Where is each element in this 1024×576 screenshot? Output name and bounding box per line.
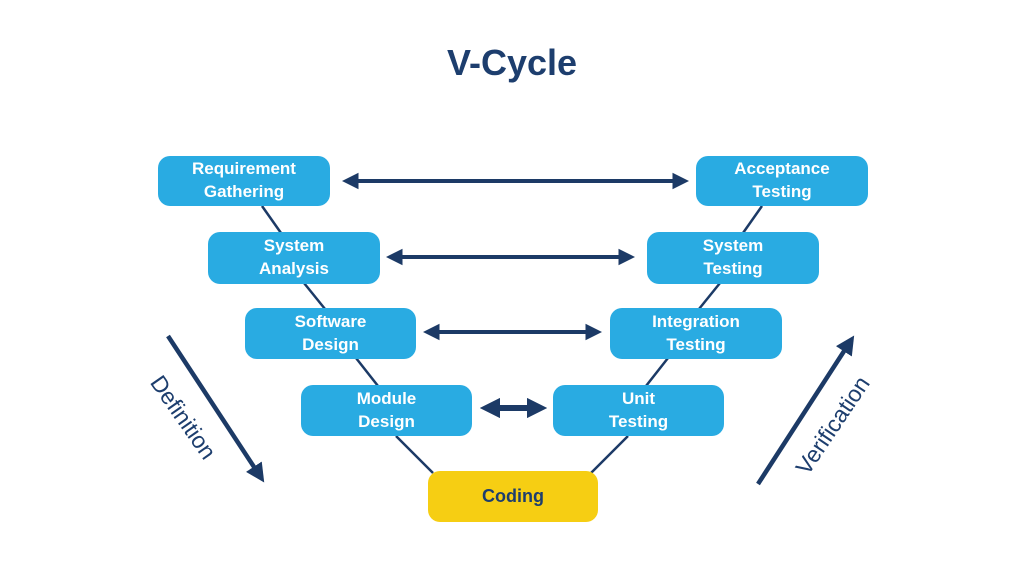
- stage-label-line: Testing: [703, 259, 763, 278]
- connector-module-to-coding: [395, 435, 434, 474]
- stage-label-line: Gathering: [203, 182, 285, 201]
- connector-acceptance-to-system: [741, 205, 764, 234]
- stage-system-testing: System Testing: [647, 232, 819, 284]
- stage-label-line: Module: [356, 388, 417, 408]
- stage-module-design: Module Design: [301, 385, 472, 436]
- stage-acceptance-testing: Acceptance Testing: [696, 156, 868, 206]
- stage-label-line: Analysis: [259, 259, 329, 278]
- connector-system-to-integration: [698, 282, 721, 310]
- stage-label-line: Testing: [608, 411, 669, 431]
- connector-analysis-to-design: [303, 282, 326, 310]
- diagram-title: V-Cycle: [446, 42, 578, 83]
- stage-requirement-gathering: Requirement Gathering: [158, 156, 330, 206]
- verification-arrow: [756, 335, 855, 486]
- stage-label-line: System: [702, 236, 764, 256]
- connector-integration-to-unit: [645, 357, 669, 387]
- connector-requirement-to-analysis: [260, 205, 283, 234]
- stage-label-line: Acceptance: [734, 159, 830, 179]
- stage-label-line: Design: [302, 334, 359, 354]
- stage-unit-testing: Unit Testing: [553, 385, 724, 436]
- stage-coding: Coding: [428, 471, 598, 522]
- stage-label-line: Testing: [666, 334, 726, 354]
- stage-software-design: Software Design: [245, 308, 416, 359]
- connector-design-to-module: [355, 357, 379, 387]
- stage-integration-testing: Integration Testing: [610, 308, 782, 359]
- stage-system-analysis: System Analysis: [208, 232, 380, 284]
- stage-label-line: Coding: [482, 485, 544, 506]
- stage-label-line: Testing: [752, 182, 812, 201]
- stage-label-line: Requirement: [192, 159, 296, 179]
- stage-label-line: Software: [294, 311, 367, 331]
- connector-unit-to-coding: [590, 435, 629, 474]
- stage-label-line: Integration: [652, 311, 740, 331]
- stage-label-line: System: [263, 236, 325, 256]
- definition-arrow: [166, 334, 265, 483]
- stage-label-line: Design: [358, 411, 415, 431]
- stage-label-line: Unit: [621, 388, 656, 408]
